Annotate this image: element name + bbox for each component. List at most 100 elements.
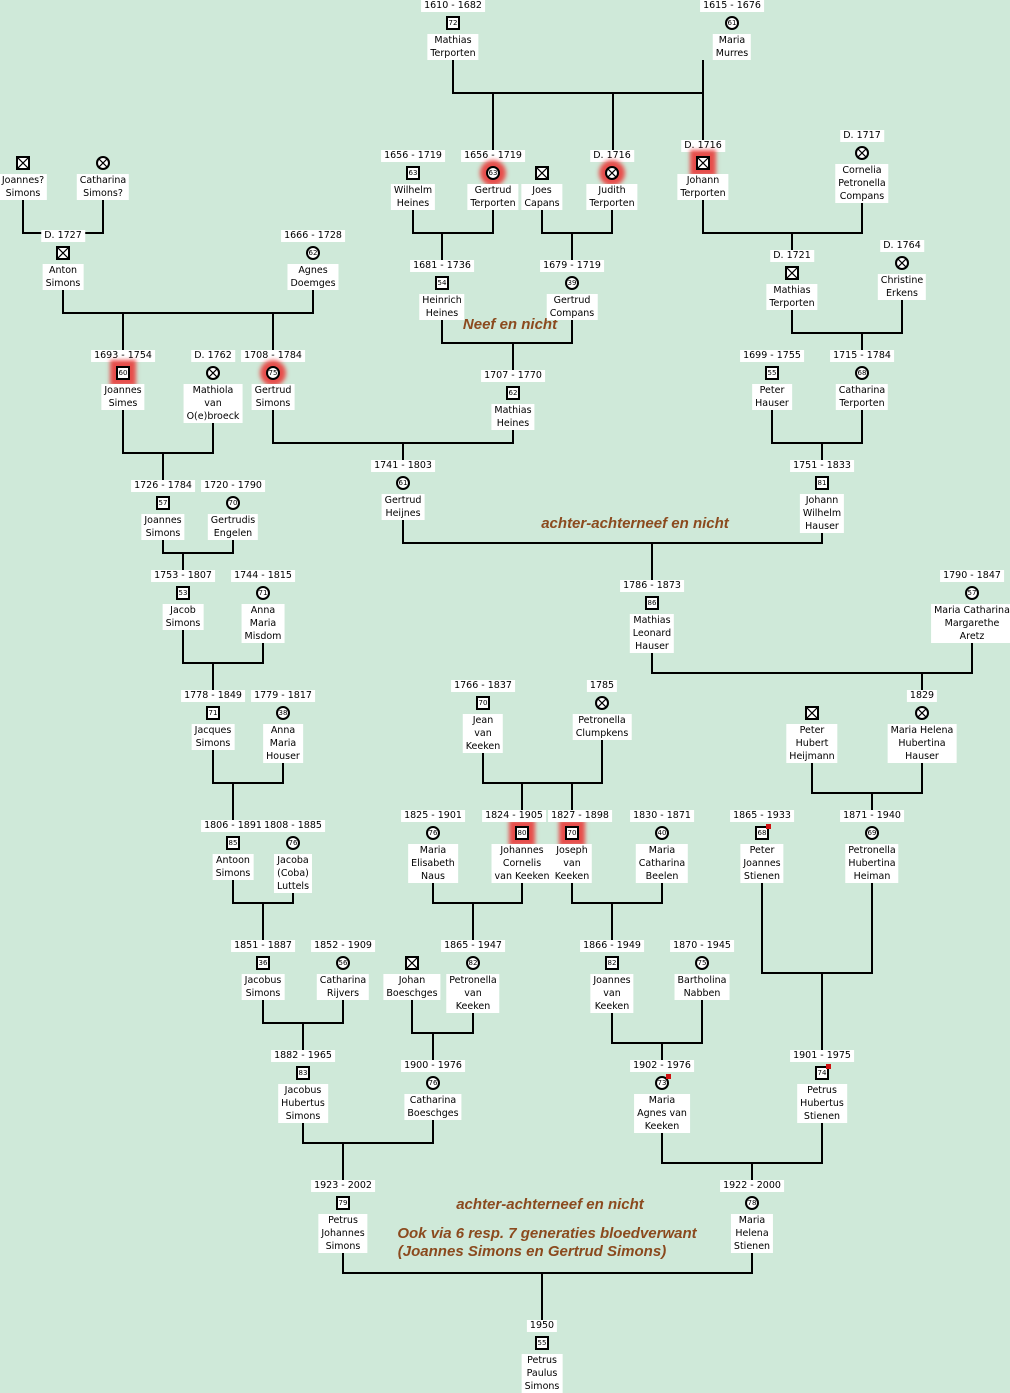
male-icon[interactable] [56,246,70,260]
person-dates: 1707 - 1770 [481,370,545,382]
name-line: Hauser [805,521,839,532]
female-icon[interactable] [605,166,619,180]
connector-line [182,630,264,664]
male-icon[interactable]: 83 [296,1066,310,1080]
name-line: Terporten [470,198,516,209]
female-icon[interactable]: 40 [655,826,669,840]
name-line: Stienen [803,1111,841,1122]
male-icon[interactable]: 62 [506,386,520,400]
female-icon[interactable]: 71 [256,586,270,600]
female-icon[interactable]: 68 [855,366,869,380]
name-line: Petronella [449,975,497,986]
male-icon[interactable] [16,156,30,170]
name-line: van [474,728,492,739]
name-line: Maria Catharina [934,605,1010,616]
male-icon[interactable]: 36 [256,956,270,970]
male-icon[interactable]: 70 [476,696,490,710]
male-icon[interactable]: 74 [815,1064,831,1080]
female-icon[interactable]: 56 [336,956,350,970]
name-line: Keeken [644,1121,680,1132]
age-label: 57 [158,499,168,507]
name-line: van [563,858,581,869]
male-icon[interactable]: 72 [446,16,460,30]
connector-line [811,763,923,794]
female-icon[interactable] [915,706,929,720]
male-icon[interactable] [405,956,419,970]
person-dates: 1825 - 1901 [401,810,465,822]
name-line: Terporten [589,198,635,209]
female-icon[interactable]: 76 [426,826,440,840]
name-line: Agnes [298,265,328,276]
name-line: Maria [738,1215,766,1226]
name-line: Misdom [244,631,282,642]
male-icon[interactable] [785,266,799,280]
female-icon[interactable]: 73 [655,1074,671,1090]
cross-icon [58,248,68,258]
age-label: 79 [338,1199,348,1207]
male-icon[interactable]: 81 [815,476,829,490]
name-line: Boeschges [386,988,438,999]
female-icon[interactable]: 82 [466,956,480,970]
name-line: Petrus [807,1085,837,1096]
female-icon[interactable]: 70 [226,496,240,510]
male-icon[interactable] [696,156,710,170]
male-icon[interactable]: 60 [116,366,130,380]
female-icon[interactable] [895,256,909,270]
female-icon[interactable]: 76 [426,1076,440,1090]
name-line: Terporten [680,188,726,199]
male-icon[interactable]: 57 [156,496,170,510]
age-label: 63 [488,169,498,177]
female-icon[interactable] [595,696,609,710]
female-icon[interactable]: 63 [486,166,500,180]
male-icon[interactable]: 55 [765,366,779,380]
annotation-achter-achterneef-2: achter-achterneef en nicht [456,1196,644,1213]
marker-icon [666,1074,671,1079]
male-icon[interactable] [535,166,549,180]
male-icon[interactable]: 55 [535,1336,549,1350]
name-line: Luttels [276,881,310,892]
female-icon[interactable] [855,146,869,160]
male-icon[interactable]: 86 [645,596,659,610]
name-line: Johannes [500,845,544,856]
male-icon[interactable]: 80 [515,826,529,840]
name-line: Naus [421,871,445,882]
female-icon[interactable]: 62 [306,246,320,260]
female-icon[interactable]: 78 [745,1196,759,1210]
person-dates: 1741 - 1803 [371,460,435,472]
male-icon[interactable]: 85 [226,836,240,850]
female-icon[interactable]: 61 [396,476,410,490]
male-icon[interactable]: 79 [336,1196,350,1210]
female-icon[interactable]: 69 [865,826,879,840]
female-icon[interactable]: 39 [565,276,579,290]
person-dates: D. 1762 [191,350,235,362]
male-icon[interactable]: 63 [406,166,420,180]
male-icon[interactable] [805,706,819,720]
annotation-bloedverwant: Ook via 6 resp. 7 generaties bloedverwan… [397,1225,697,1242]
male-icon[interactable]: 71 [206,706,220,720]
female-icon[interactable]: 76 [286,836,300,850]
male-icon[interactable]: 82 [605,956,619,970]
female-icon[interactable]: 38 [276,706,290,720]
male-icon[interactable]: 70 [565,826,579,840]
female-icon[interactable] [96,156,110,170]
female-icon[interactable]: 61 [725,16,739,30]
person-dates: 1866 - 1949 [580,940,644,952]
name-line: Catharina [838,385,886,396]
female-icon[interactable]: 75 [266,366,280,380]
male-icon[interactable]: 53 [176,586,190,600]
male-icon[interactable]: 54 [435,276,449,290]
name-line: Petrus [328,1215,358,1226]
male-icon[interactable]: 68 [755,824,771,840]
female-icon[interactable] [206,366,220,380]
female-icon[interactable]: 75 [695,956,709,970]
name-line: Joannes [593,975,631,986]
female-icon[interactable]: 57 [965,586,979,600]
